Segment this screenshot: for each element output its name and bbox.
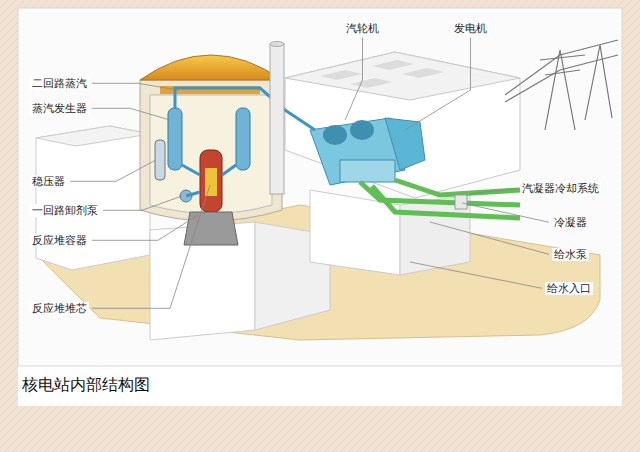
leader-line xyxy=(405,38,471,130)
leader-line xyxy=(470,188,517,194)
part-label: 一回路卸剂泵 xyxy=(30,204,100,217)
leader-line xyxy=(103,196,182,210)
steam-generator xyxy=(168,108,182,170)
leader-line xyxy=(410,262,542,288)
part-label: 给水入口 xyxy=(545,282,593,295)
part-label: 给水泵 xyxy=(552,248,589,261)
leader-line xyxy=(462,203,549,222)
reactor-core xyxy=(205,168,217,196)
part-label: 汽凝器冷却系统 xyxy=(520,182,601,195)
part-label: 蒸汽发生器 xyxy=(30,102,89,115)
leader-line xyxy=(430,222,549,254)
annex-block xyxy=(36,126,150,270)
leader-line xyxy=(92,108,170,120)
caption: 核电站内部结构图 xyxy=(22,375,150,396)
part-label: 冷凝器 xyxy=(552,216,589,229)
power-pylon xyxy=(505,40,618,130)
leader-line xyxy=(92,215,198,240)
leader-line xyxy=(345,38,363,120)
containment xyxy=(140,80,282,221)
part-label: 发电机 xyxy=(452,22,489,35)
pressurizer xyxy=(155,140,165,180)
part-label: 稳压器 xyxy=(30,175,67,188)
part-label: 反应堆堆芯 xyxy=(30,302,89,315)
cooling-pipes xyxy=(360,180,520,218)
part-label: 二回路蒸汽 xyxy=(30,77,89,90)
part-label: 反应堆容器 xyxy=(30,234,89,247)
card xyxy=(18,8,622,406)
turbine-hall xyxy=(285,52,520,198)
reactor-vessel xyxy=(200,150,222,212)
leader-line xyxy=(92,83,178,90)
leader-line xyxy=(70,160,156,181)
part-label: 汽轮机 xyxy=(344,22,381,35)
stack xyxy=(270,44,284,194)
image-frame xyxy=(18,8,622,366)
leader-line xyxy=(92,185,210,308)
